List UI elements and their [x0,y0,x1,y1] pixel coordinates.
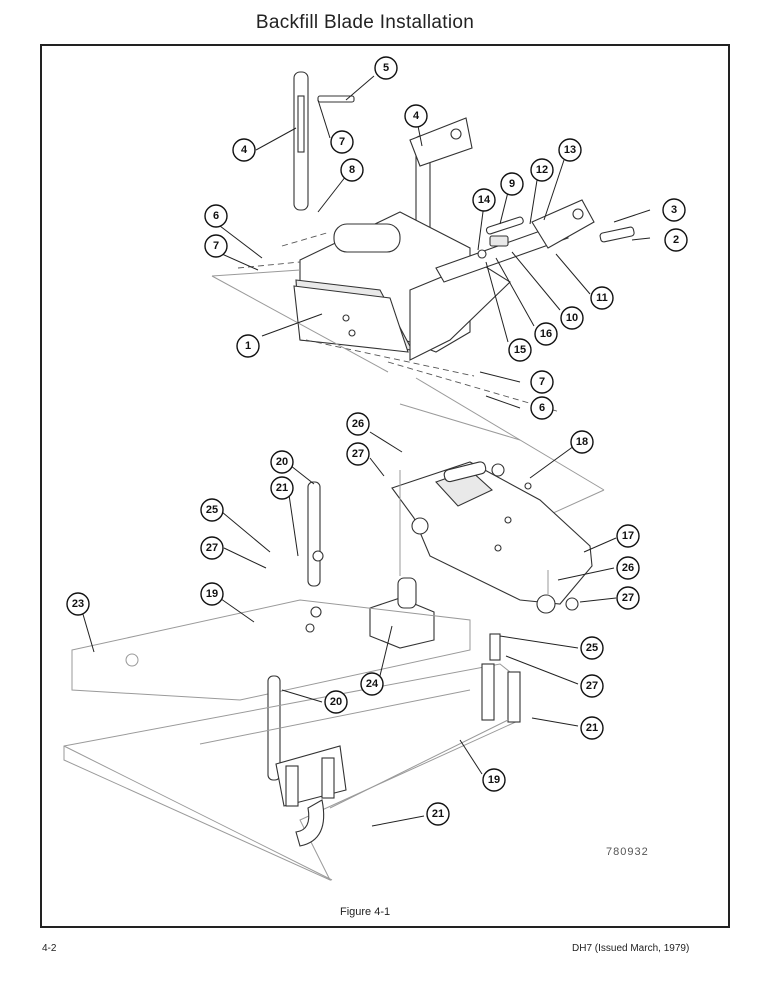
callout-20a: 20 [270,450,294,474]
svg-text:19: 19 [488,774,500,786]
svg-text:25: 25 [206,504,218,516]
svg-text:27: 27 [206,542,218,554]
svg-text:7: 7 [539,376,545,388]
callout-9: 9 [500,172,524,196]
svg-text:24: 24 [366,678,379,690]
svg-text:16: 16 [540,328,552,340]
callout-24: 24 [360,672,384,696]
svg-text:12: 12 [536,164,548,176]
svg-text:6: 6 [213,210,219,222]
callout-7b: 7 [204,234,228,258]
svg-text:21: 21 [586,722,598,734]
callout-16: 16 [534,322,558,346]
callout-19b: 19 [482,768,506,792]
svg-text:10: 10 [566,312,578,324]
svg-text:25: 25 [586,642,598,654]
callout-19a: 19 [200,582,224,606]
callout-5: 5 [374,56,398,80]
swing-bracket-assembly [391,461,593,614]
page-number: 4-2 [42,943,57,954]
svg-text:6: 6 [539,402,545,414]
svg-text:17: 17 [622,530,634,542]
svg-text:27: 27 [586,680,598,692]
callout-3: 3 [662,198,686,222]
callout-23: 23 [66,592,90,616]
svg-text:1: 1 [245,340,251,352]
svg-text:15: 15 [514,344,526,356]
callout-15: 15 [508,338,532,362]
callout-26a: 26 [346,412,370,436]
svg-text:2: 2 [673,234,679,246]
callout-1: 1 [236,334,260,358]
callout-18: 18 [570,430,594,454]
svg-text:9: 9 [509,178,515,190]
svg-text:8: 8 [349,164,355,176]
callout-8: 8 [340,158,364,182]
callout-17: 17 [616,524,640,548]
callout-25a: 25 [200,498,224,522]
svg-text:20: 20 [276,456,288,468]
figure-caption: Figure 4-1 [340,906,391,918]
svg-text:26: 26 [352,418,364,430]
callout-4a: 4 [232,138,256,162]
document-id: DH7 (Issued March, 1979) [572,943,690,954]
svg-text:4: 4 [413,110,420,122]
svg-text:27: 27 [352,448,364,460]
svg-text:7: 7 [213,240,219,252]
callout-27c: 27 [616,586,640,610]
callout-27b: 27 [200,536,224,560]
svg-text:27: 27 [622,592,634,604]
callout-11: 11 [590,286,614,310]
svg-text:21: 21 [432,808,444,820]
svg-text:21: 21 [276,482,288,494]
svg-text:3: 3 [671,204,677,216]
callout-21b: 21 [580,716,604,740]
blade-assembly [63,470,521,882]
svg-text:14: 14 [478,194,491,206]
callout-13: 13 [558,138,582,162]
svg-text:19: 19 [206,588,218,600]
callout-26b: 26 [616,556,640,580]
upper-mount-assembly [237,71,635,413]
svg-text:4: 4 [241,144,248,156]
callout-6a: 6 [204,204,228,228]
svg-text:18: 18 [576,436,588,448]
callout-10: 10 [560,306,584,330]
svg-text:13: 13 [564,144,576,156]
callout-2: 2 [664,228,688,252]
callout-20b: 20 [324,690,348,714]
callout-27d: 27 [580,674,604,698]
callout-25b: 25 [580,636,604,660]
callout-6b: 6 [530,396,554,420]
svg-text:7: 7 [339,136,345,148]
callout-21c: 21 [426,802,450,826]
svg-text:11: 11 [596,292,608,304]
figure-frame [40,44,730,928]
callout-4b: 4 [404,104,428,128]
callout-14: 14 [472,188,496,212]
svg-text:23: 23 [72,598,84,610]
svg-text:5: 5 [383,62,389,74]
callout-12: 12 [530,158,554,182]
callout-7a: 7 [330,130,354,154]
svg-text:26: 26 [622,562,634,574]
drawing-number: 780932 [606,846,649,858]
callout-7c: 7 [530,370,554,394]
page-title: Backfill Blade Installation [255,12,475,33]
callout-21a: 21 [270,476,294,500]
svg-text:20: 20 [330,696,342,708]
callout-27a: 27 [346,442,370,466]
